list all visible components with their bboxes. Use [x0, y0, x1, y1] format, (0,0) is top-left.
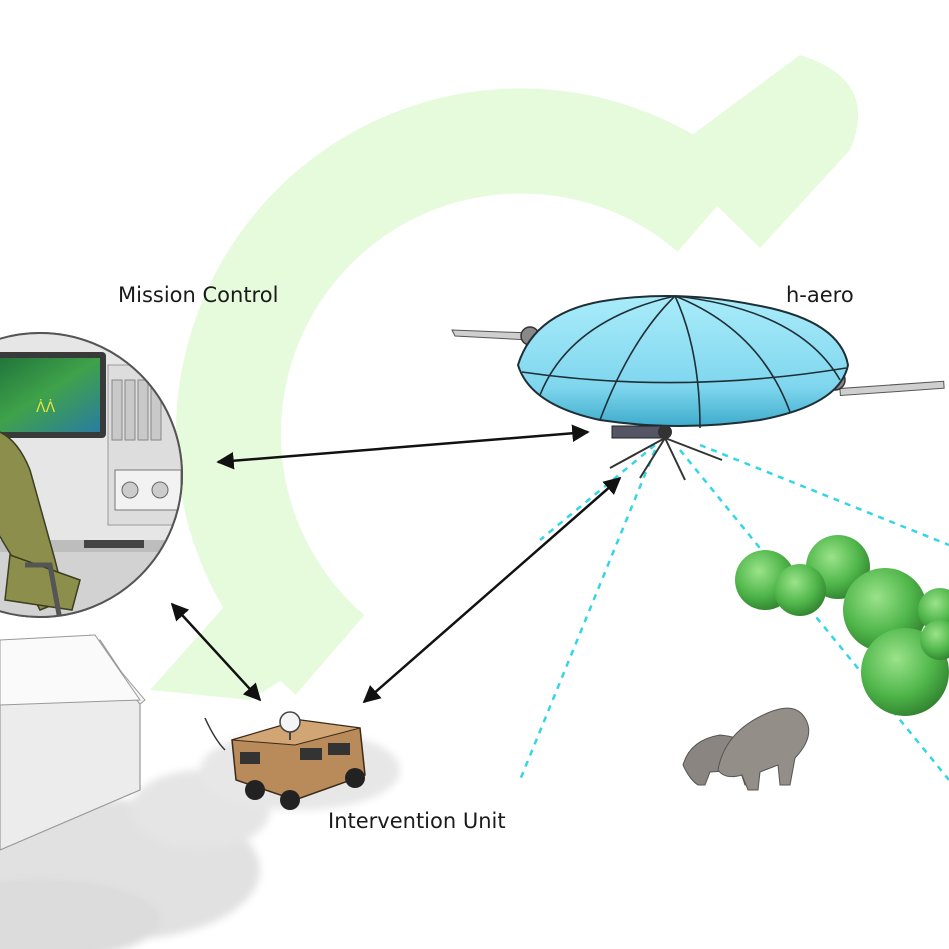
rhino-icon	[717, 707, 810, 791]
rhinos	[682, 707, 810, 791]
building	[0, 634, 146, 851]
intervention-unit-label: Intervention Unit	[328, 809, 506, 833]
link-mission-to-aero	[216, 424, 590, 470]
link-arrows	[170, 424, 622, 704]
h-aero-label: h-aero	[786, 283, 854, 307]
link-mission-to-unit	[170, 602, 262, 702]
intervention-vehicle	[204, 711, 366, 810]
mission-control-scene: ᐲᐲ	[0, 332, 183, 618]
mission-control-label: Mission Control	[118, 283, 279, 307]
airship-icon	[451, 295, 945, 481]
svg-text:ᐲᐲ: ᐲᐲ	[36, 399, 56, 416]
link-unit-to-aero	[362, 476, 622, 704]
bushes	[735, 535, 949, 716]
